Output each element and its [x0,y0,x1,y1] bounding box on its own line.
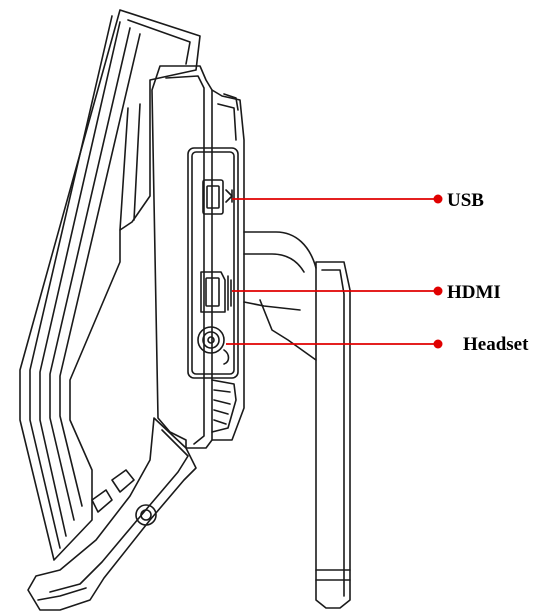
rear-support-leg [315,261,351,609]
tablet-body [151,65,245,449]
folding-stand-frame [19,9,201,561]
hdmi-port [200,271,232,313]
callout-lines [226,194,443,349]
device-base [27,417,197,611]
usb-port [202,179,233,215]
hdmi-label: HDMI [447,282,501,303]
port-panel [187,147,239,379]
hinge-arm [243,231,317,361]
headset-callout-line [226,339,443,349]
headset-jack [197,326,230,365]
headset-label: Headset [463,334,529,355]
hdmi-callout-line [232,286,443,296]
usb-callout-line [232,194,443,204]
usb-label: USB [447,190,484,211]
